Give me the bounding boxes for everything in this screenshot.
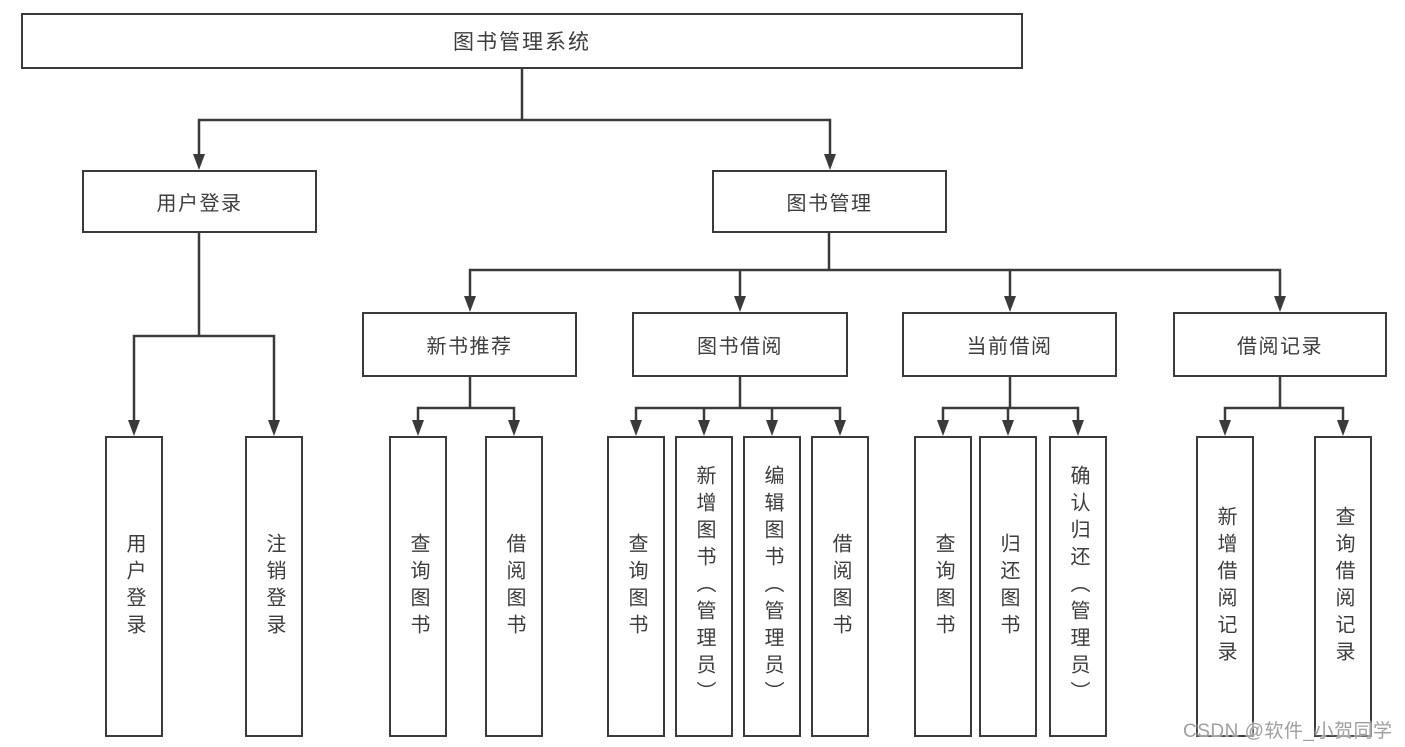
leaf-borrow-books-label: 借阅图书 [829,532,851,641]
leaf-borrow-books-recommend-label: 借阅图书 [503,532,525,641]
leaf-confirm-return-admin: 确认归还（管理员） [1049,436,1107,737]
leaf-add-books-admin: 新增图书（管理员） [675,436,733,737]
leaf-logout-label: 注销登录 [263,532,285,641]
leaf-add-borrow-record: 新增借阅记录 [1196,436,1254,737]
node-book-management: 图书管理 [712,170,947,233]
leaf-user-login: 用户登录 [105,436,163,737]
leaf-query-borrow-record-label: 查询借阅记录 [1332,505,1354,668]
node-new-book-recommendation: 新书推荐 [362,312,577,377]
node-book-borrowing: 图书借阅 [632,312,848,377]
leaf-borrow-books-recommend: 借阅图书 [485,436,543,737]
leaf-borrow-books: 借阅图书 [811,436,869,737]
leaf-query-books-current-label: 查询图书 [932,532,954,641]
leaf-return-books: 归还图书 [979,436,1037,737]
leaf-query-borrow-record: 查询借阅记录 [1314,436,1372,737]
leaf-return-books-label: 归还图书 [997,532,1019,641]
leaf-add-borrow-record-label: 新增借阅记录 [1214,505,1236,668]
leaf-user-login-label: 用户登录 [123,532,145,641]
leaf-query-books-recommend-label: 查询图书 [407,532,429,641]
leaf-logout: 注销登录 [245,436,303,737]
node-borrowing-records: 借阅记录 [1173,312,1387,377]
csdn-watermark: CSDN @软件_小贺同学 [1183,721,1393,742]
leaf-query-books-borrowing-label: 查询图书 [625,532,647,641]
leaf-query-books-current: 查询图书 [914,436,972,737]
leaf-add-books-admin-label: 新增图书（管理员） [693,465,715,708]
node-user-login: 用户登录 [82,170,317,233]
node-current-borrowing: 当前借阅 [902,312,1117,377]
node-library-management-system: 图书管理系统 [21,13,1023,69]
leaf-edit-books-admin: 编辑图书（管理员） [743,436,801,737]
leaf-edit-books-admin-label: 编辑图书（管理员） [761,465,783,708]
leaf-query-books-recommend: 查询图书 [389,436,447,737]
leaf-query-books-borrowing: 查询图书 [607,436,665,737]
leaf-confirm-return-admin-label: 确认归还（管理员） [1067,465,1089,708]
